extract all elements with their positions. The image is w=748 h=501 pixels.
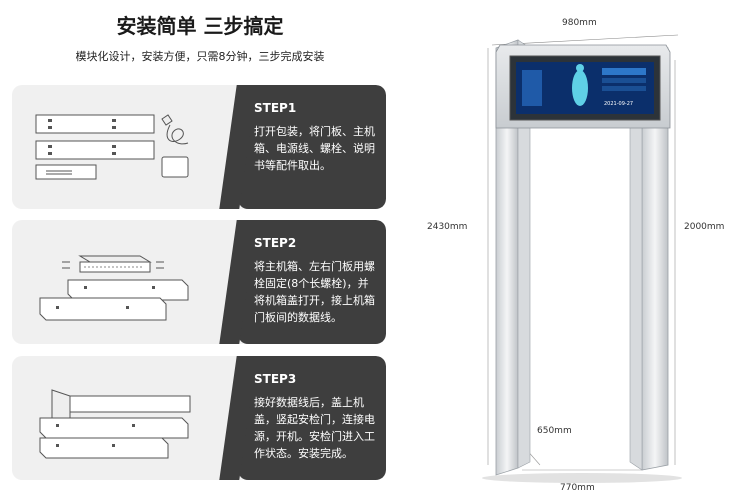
host-box-icon — [35, 164, 97, 180]
screen-left-panel — [522, 70, 542, 106]
bolt-icon — [62, 261, 164, 269]
step-3-text: 接好数据线后，盖上机盖，竖起安检门，连接电源，开机。安检门进入工作状态。安装完成… — [254, 396, 375, 460]
step-3-illustration — [39, 389, 191, 459]
step-1-panel: STEP1 打开包装，将门板、主机箱、电源线、螺栓、说明书等配件取出。 — [238, 85, 386, 209]
dimension-total-height: 2430mm — [427, 222, 468, 232]
step-1-title: STEP1 — [254, 101, 297, 115]
screen-status-bar — [602, 68, 646, 75]
page-title: 安装简单 三步搞定 — [116, 14, 284, 38]
step-3-panel: STEP3 接好数据线后，盖上机盖，竖起安检门，连接电源，开机。安检门进入工作状… — [238, 356, 386, 480]
page-subtitle: 模块化设计，安装方便，只需8分钟，三步完成安装 — [75, 50, 325, 63]
power-cable-icon — [161, 114, 189, 145]
step-3-card: STEP3 接好数据线后，盖上机盖，竖起安检门，连接电源，开机。安检门进入工作状… — [12, 356, 386, 480]
step-1-card: STEP1 打开包装，将门板、主机箱、电源线、螺栓、说明书等配件取出。 — [12, 85, 386, 209]
step-2-illustration — [39, 255, 189, 321]
step-3-title: STEP3 — [254, 372, 297, 386]
dimension-bottom-width: 770mm — [560, 483, 595, 493]
manual-icon — [161, 156, 189, 178]
step-1-text: 打开包装，将门板、主机箱、电源线、螺栓、说明书等配件取出。 — [254, 125, 375, 172]
body-figure-icon — [572, 70, 588, 106]
door-panel-icon — [35, 114, 155, 160]
step-2-card: STEP2 将主机箱、左右门板用螺栓固定(8个长螺栓)，并将机箱盖打开，接上机箱… — [12, 220, 386, 344]
dimension-inner-height: 2000mm — [684, 222, 725, 232]
host-box-icon — [78, 255, 152, 273]
step-2-title: STEP2 — [254, 236, 297, 250]
step-2-text: 将主机箱、左右门板用螺栓固定(8个长螺栓)，并将机箱盖打开，接上机箱门板间的数据… — [254, 260, 375, 324]
security-gate-illustration: 2021-09-27 — [482, 34, 682, 483]
dimension-top-width: 980mm — [562, 18, 597, 28]
dimension-depth: 650mm — [537, 426, 572, 436]
door-panel-icon — [39, 279, 189, 321]
screen-date: 2021-09-27 — [604, 101, 633, 107]
door-frame-icon — [39, 389, 191, 459]
step-1-illustration — [35, 114, 189, 180]
step-2-panel: STEP2 将主机箱、左右门板用螺栓固定(8个长螺栓)，并将机箱盖打开，接上机箱… — [238, 220, 386, 344]
